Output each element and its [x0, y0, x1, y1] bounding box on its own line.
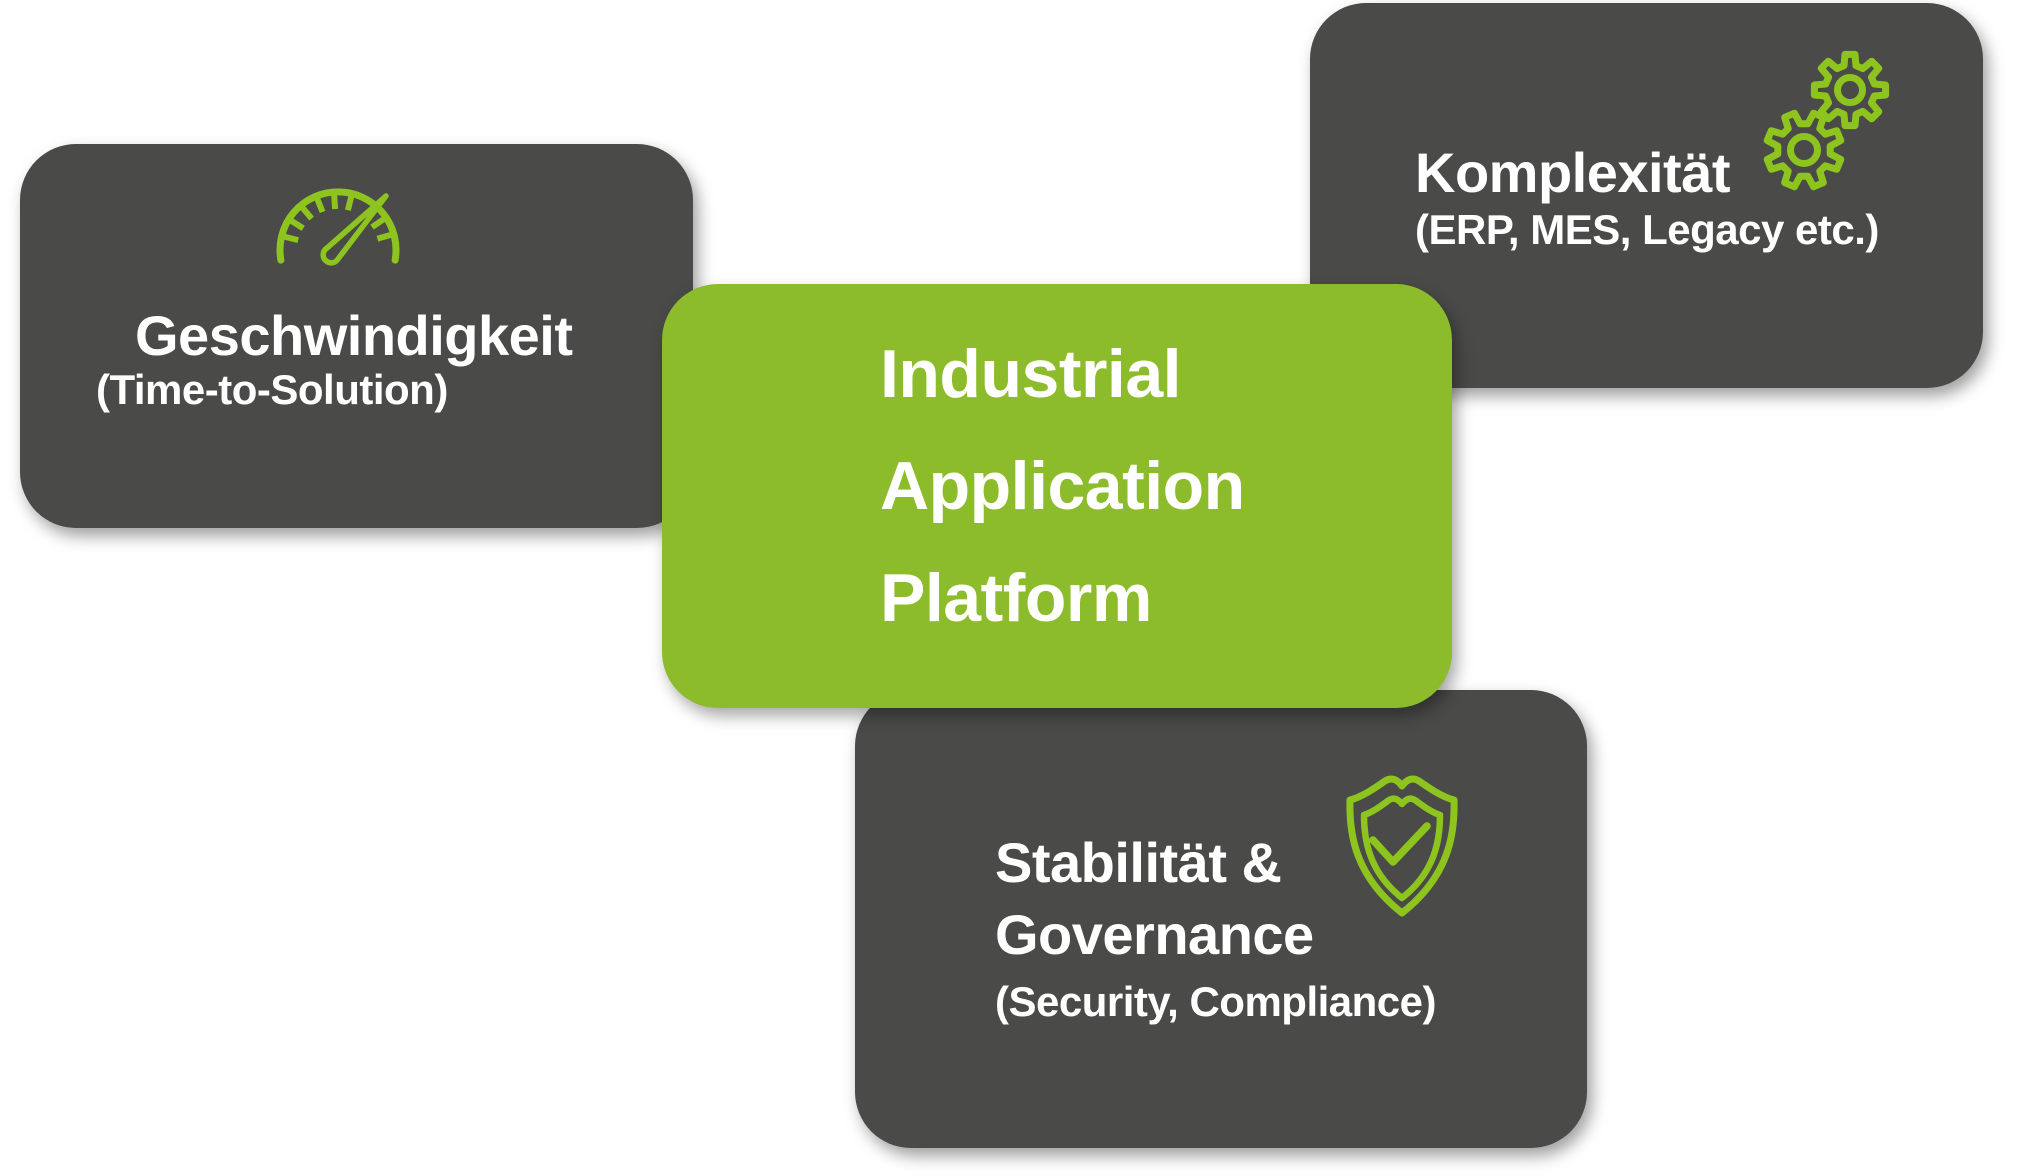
gear-large-hub: [1834, 74, 1866, 106]
stability-line-1: Stabilität &: [995, 831, 1282, 894]
shield-check-icon: [1346, 775, 1458, 917]
gear-large: [1810, 50, 1890, 130]
card-stability-title: Stabilität & Governance: [995, 827, 1314, 971]
card-stability: Stabilität & Governance (Security, Compl…: [855, 690, 1587, 1148]
card-speed-title: Geschwindigkeit: [135, 304, 573, 367]
card-speed: Geschwindigkeit (Time-to-Solution): [20, 144, 693, 528]
card-complexity: Komplexität (ERP, MES, Legacy etc.): [1310, 3, 1983, 388]
gear-small-hub: [1787, 133, 1821, 167]
card-complexity-title: Komplexität: [1415, 141, 1731, 204]
platform-line-1: Industrial: [880, 336, 1182, 412]
stability-line-2: Governance: [995, 903, 1314, 966]
gauge-arc: [276, 188, 400, 264]
platform-line-2: Application: [880, 448, 1245, 524]
gauge-needle: [320, 193, 389, 266]
card-speed-subtitle: (Time-to-Solution): [96, 366, 448, 413]
gears-icon: [1763, 50, 1890, 191]
card-platform-title: Industrial Application Platform: [880, 318, 1245, 654]
card-complexity-subtitle: (ERP, MES, Legacy etc.): [1415, 206, 1879, 253]
card-stability-subtitle: (Security, Compliance): [995, 978, 1437, 1025]
speedometer-icon: [276, 188, 400, 266]
gear-small: [1763, 109, 1845, 191]
card-platform: Industrial Application Platform: [662, 284, 1452, 708]
shield-inner-outline: [1360, 795, 1444, 902]
shield-outer-outline: [1346, 775, 1458, 917]
shield-check-mark: [1369, 822, 1431, 866]
platform-line-3: Platform: [880, 560, 1152, 636]
gauge-ticks: [282, 193, 393, 244]
